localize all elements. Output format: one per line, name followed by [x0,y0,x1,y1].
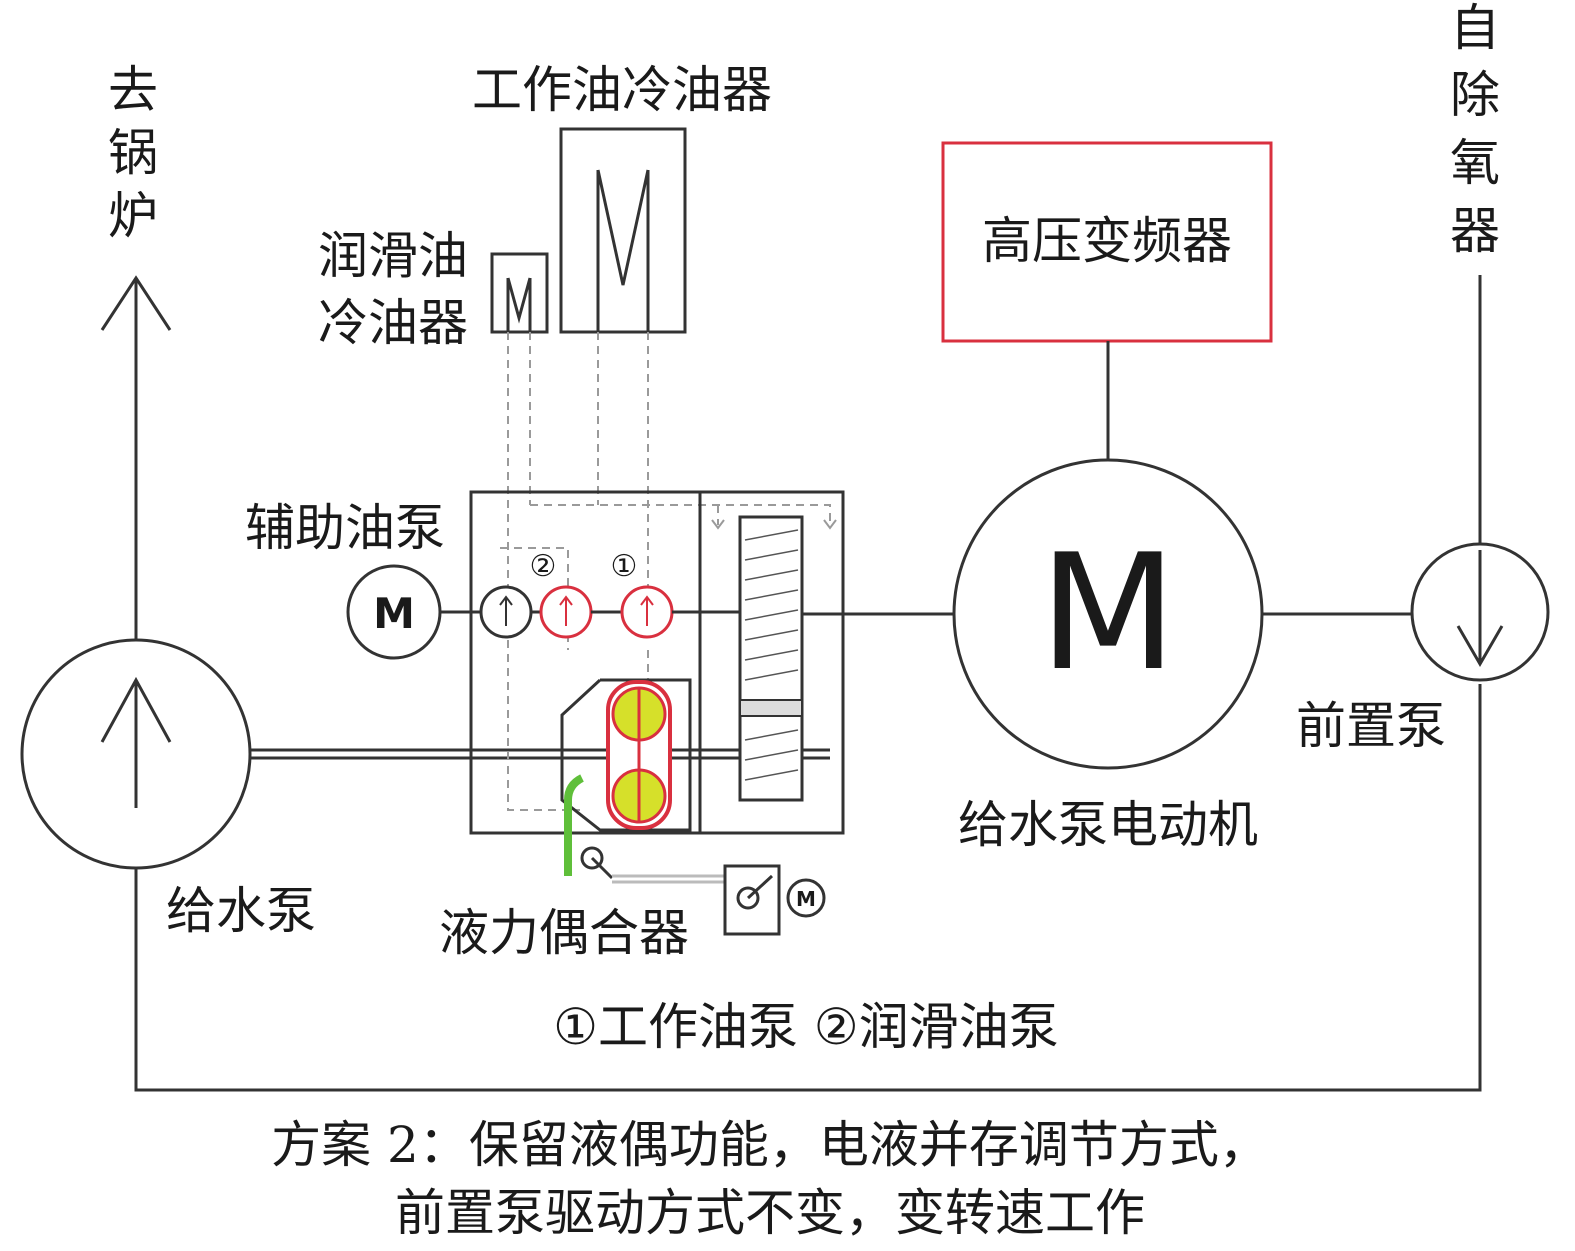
booster-pump [1410,542,1550,682]
small-cooler-coil-icon [506,277,532,324]
aux-motor-symbol: M [373,589,415,638]
scoop-tube [564,774,584,876]
booster-pump-label: 前置泵 [1296,697,1446,755]
aux-oil-pump-chain: M ② ① [346,549,740,660]
aux-oil-pump-label: 辅助油泵 [245,499,445,557]
from-deaerator-char-1: 自 [1450,0,1500,57]
feed-pump [20,638,252,870]
fluid-coupling-label: 液力偶合器 [439,904,689,962]
to-boiler-char-3: 炉 [108,187,158,245]
labels: 去 锅 炉 自 除 氧 器 工作油冷油器 润滑油 冷油器 高压变频器 辅助油泵 … [108,0,1500,1056]
main-shaft [250,748,830,760]
from-deaerator-char-2: 除 [1450,66,1500,124]
work-oil-cooler-label: 工作油冷油器 [472,61,772,119]
vfd-label: 高压变频器 [982,212,1232,270]
pump-number-2: ② [530,549,557,584]
from-deaerator-char-4: 器 [1450,202,1500,260]
caption-line-1: 方案 2：保留液偶功能，电液并存调节方式， [271,1116,1269,1174]
down-arrow-icon [1456,625,1504,667]
pump-number-1: ① [611,549,638,584]
lube-oil-cooler-label-2: 冷油器 [318,294,468,352]
up-arrow-icon [100,676,172,743]
work-oil-cooler [559,127,687,334]
to-boiler-arrow [100,275,172,331]
vfd-box [941,141,1273,460]
up-arrow-icon [559,595,573,606]
to-boiler-char-2: 锅 [108,124,158,182]
legend-text: ①工作油泵 ②润滑油泵 [553,998,1059,1056]
from-deaerator-char-3: 氧 [1450,134,1500,192]
actuator-motor-symbol: M [796,887,816,911]
lube-oil-cooler [490,252,549,334]
motor-symbol: M [1039,519,1177,706]
up-arrow-icon [499,595,513,606]
water-loop [100,275,1482,1092]
up-arrow-icon [640,595,654,606]
oil-piping [500,332,831,811]
to-boiler-char-1: 去 [108,61,158,119]
feed-pump-label: 给水泵 [166,882,316,940]
bottom-return-line [134,684,1482,1092]
cooler-coil-icon [596,169,650,286]
motor-label: 给水泵电动机 [958,796,1258,854]
feed-pump-motor: M [952,458,1264,770]
caption-line-2: 前置泵驱动方式不变，变转速工作 [395,1184,1145,1242]
scoop-actuator: M [564,774,826,936]
lube-oil-cooler-label-1: 润滑油 [318,227,468,285]
coupling-housing [469,490,845,835]
figure-caption: 方案 2：保留液偶功能，电液并存调节方式， 前置泵驱动方式不变，变转速工作 [271,1116,1269,1242]
actuator-motor [786,878,826,918]
